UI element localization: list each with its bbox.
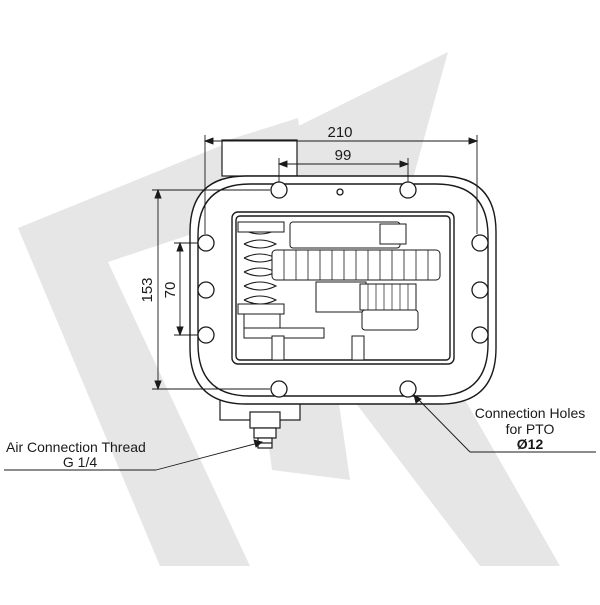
hole-top-right bbox=[399, 181, 417, 199]
connection-holes-diameter: Ø12 bbox=[517, 436, 544, 452]
small-top-hole bbox=[336, 188, 344, 196]
mounting-holes bbox=[197, 181, 489, 398]
spring-housing bbox=[237, 221, 285, 233]
shaft bbox=[315, 281, 367, 313]
dim-overall-width: 210 bbox=[327, 124, 352, 141]
hole-right-lower bbox=[471, 326, 489, 344]
hole-top-left bbox=[270, 181, 288, 199]
leader-lines bbox=[4, 394, 596, 471]
gear-teeth bbox=[283, 250, 429, 280]
upper-gear-hub bbox=[379, 223, 407, 245]
gear-mechanism bbox=[237, 221, 441, 361]
side-bracket bbox=[271, 335, 285, 361]
connection-holes-sublabel: for PTO bbox=[506, 421, 555, 437]
connection-holes-label: Connection Holes bbox=[475, 405, 586, 421]
spring-base bbox=[237, 303, 285, 315]
hole-bottom-right bbox=[399, 380, 417, 398]
hole-left-upper bbox=[197, 234, 215, 252]
piston bbox=[243, 313, 281, 329]
connection-holes-leader bbox=[413, 394, 471, 453]
small-gear-teeth bbox=[367, 284, 409, 310]
dim-hole-spacing-horizontal: 99 bbox=[335, 147, 352, 164]
air-connection-label: Air Connection Thread bbox=[6, 439, 146, 455]
hole-left-middle bbox=[197, 281, 215, 299]
dimension-lines bbox=[152, 135, 479, 391]
hole-left-lower bbox=[197, 326, 215, 344]
top-mounting-block bbox=[221, 139, 298, 177]
air-connection-thread-size: G 1/4 bbox=[63, 454, 97, 470]
small-gear bbox=[359, 283, 417, 311]
dim-overall-height: 153 bbox=[139, 277, 156, 302]
side-bracket-right bbox=[351, 335, 365, 361]
watermark-stroke-left bbox=[18, 138, 250, 566]
hole-bottom-left bbox=[270, 380, 288, 398]
coupling bbox=[361, 309, 419, 331]
hole-right-upper bbox=[471, 234, 489, 252]
dim-hole-spacing-vertical: 70 bbox=[162, 282, 179, 299]
hole-right-middle bbox=[471, 281, 489, 299]
air-connection-fitting bbox=[249, 411, 281, 449]
